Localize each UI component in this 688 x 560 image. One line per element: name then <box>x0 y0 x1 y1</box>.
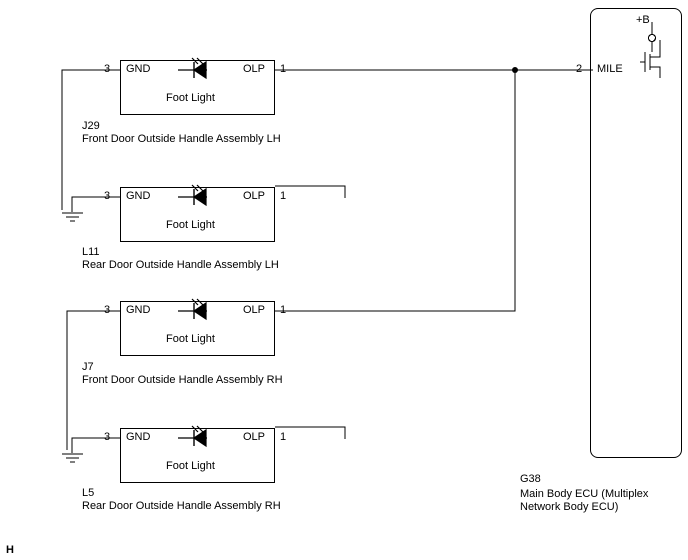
wire-l5-gnd <box>71 437 120 453</box>
led-j29-triangle <box>192 60 207 80</box>
ecu-transistor-drain <box>650 48 661 58</box>
wire-l11-olp <box>275 185 345 197</box>
led-l11-triangle <box>192 187 207 207</box>
component-l5-inner-label: Foot Light <box>166 460 215 472</box>
component-j29-left-pin: 3 <box>104 63 111 75</box>
junction-dot-bus <box>512 67 518 73</box>
component-j7-left-pin: 3 <box>104 304 111 316</box>
component-l5-code: L5 <box>82 487 95 499</box>
wire-j7-gnd <box>66 310 120 450</box>
component-l5-right-terminal: OLP <box>243 431 266 443</box>
component-j7-left-terminal: GND <box>126 304 151 316</box>
component-j7-inner-label: Foot Light <box>166 333 215 345</box>
led-j7-triangle <box>192 301 207 321</box>
component-j7-right-terminal: OLP <box>243 304 266 316</box>
component-l5-right-pin: 1 <box>280 431 287 443</box>
component-l5-left-terminal: GND <box>126 431 151 443</box>
ecu-power-node <box>647 33 657 43</box>
led-l5-triangle <box>192 428 207 448</box>
wire-j29-gnd <box>61 69 120 210</box>
component-l11-right-pin: 1 <box>280 190 287 202</box>
component-j7-name: Front Door Outside Handle Assembly RH <box>82 374 283 386</box>
component-l5-name: Rear Door Outside Handle Assembly RH <box>82 500 281 512</box>
led-j29-arrow2 <box>191 57 199 65</box>
wire-l5-olp-top <box>275 426 346 439</box>
page-marker: H <box>6 544 14 556</box>
led-l11-arrow2 <box>191 184 199 192</box>
wire-l11-gnd <box>71 196 120 212</box>
led-j7-arrow1 <box>196 298 204 306</box>
component-j7-right-pin: 1 <box>280 304 287 316</box>
led-l5-arrow2 <box>191 425 199 433</box>
component-j29-name: Front Door Outside Handle Assembly LH <box>82 133 281 145</box>
led-j29-arrow1 <box>196 57 204 65</box>
ecu-power-label: +B <box>636 14 650 26</box>
led-l5-arrow1 <box>196 425 204 433</box>
wire-l5-olp <box>275 427 345 439</box>
ecu-name-line2: Network Body ECU) <box>520 501 619 513</box>
ecu-terminal-label-mile: MILE <box>597 63 623 75</box>
led-j7-arrow2 <box>191 298 199 306</box>
ecu-terminal-pin-2: 2 <box>576 63 583 75</box>
component-j29-right-terminal: OLP <box>243 63 266 75</box>
component-j29-right-pin: 1 <box>280 63 287 75</box>
ecu-box-g38 <box>590 8 682 458</box>
component-l11-left-pin: 3 <box>104 190 111 202</box>
wire-l11-olp-top <box>275 185 346 198</box>
component-l11-right-terminal: OLP <box>243 190 266 202</box>
wire-j7-olp-to-bus <box>275 71 516 312</box>
component-j29-code: J29 <box>82 120 100 132</box>
led-l11-arrow1 <box>196 184 204 192</box>
component-l11-inner-label: Foot Light <box>166 219 215 231</box>
ecu-transistor-source <box>650 66 661 78</box>
component-l11-code: L11 <box>82 246 100 258</box>
component-j29-inner-label: Foot Light <box>166 92 215 104</box>
ecu-name-line1: Main Body ECU (Multiplex <box>520 488 649 500</box>
component-j7-code: J7 <box>82 361 94 373</box>
component-l11-left-terminal: GND <box>126 190 151 202</box>
ecu-code-label: G38 <box>520 473 541 485</box>
component-j29-left-terminal: GND <box>126 63 151 75</box>
component-l5-left-pin: 3 <box>104 431 111 443</box>
component-l11-name: Rear Door Outside Handle Assembly LH <box>82 259 279 271</box>
